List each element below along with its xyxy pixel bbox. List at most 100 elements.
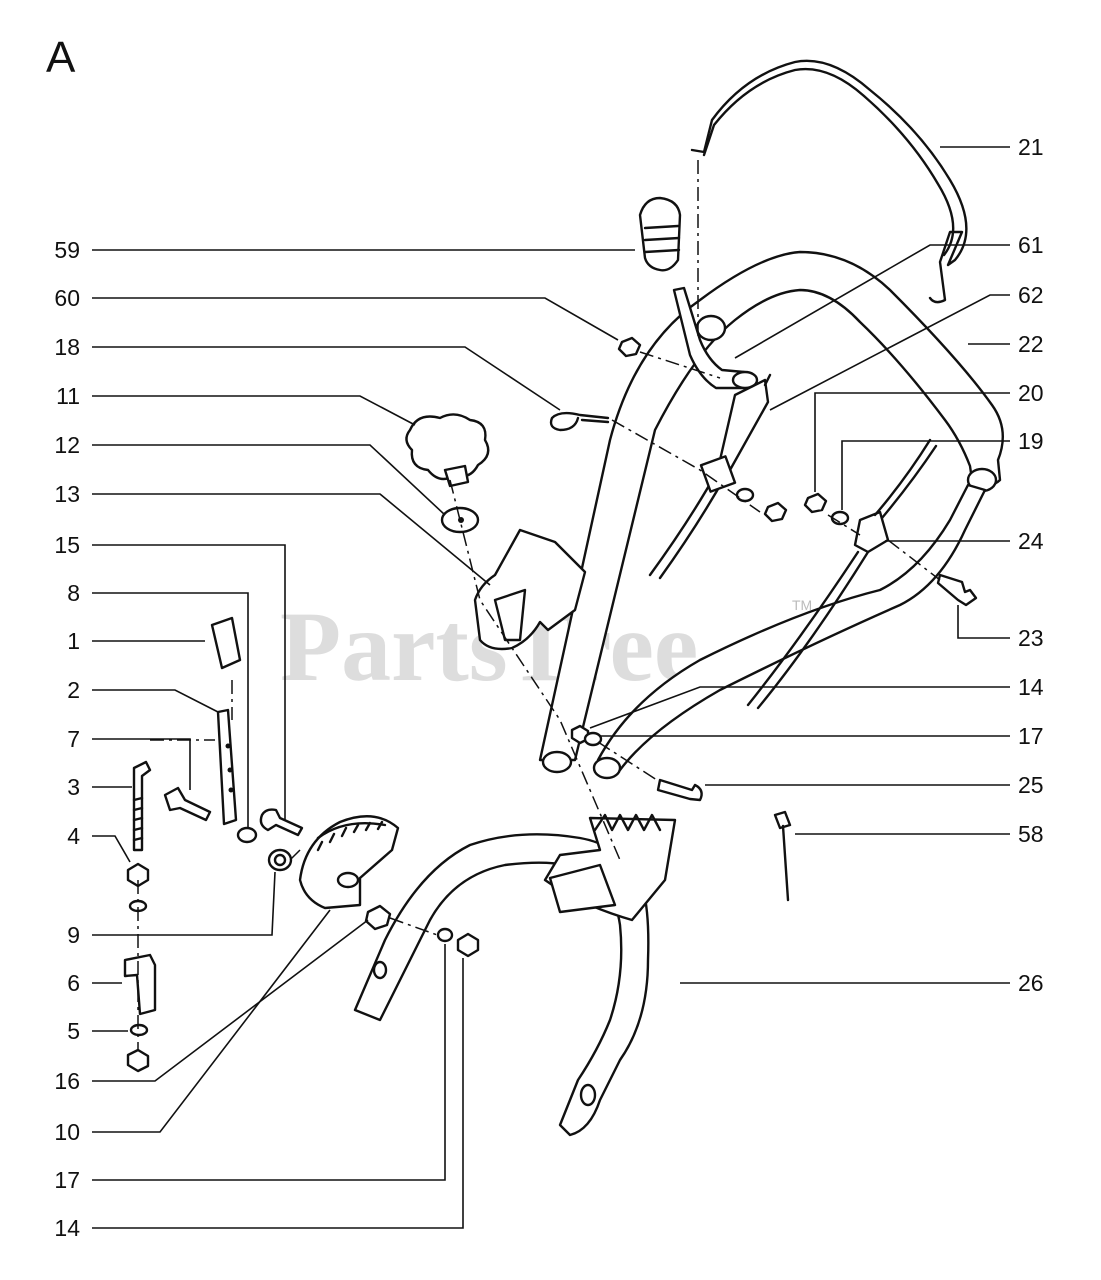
axis-sector [289, 849, 301, 861]
part-22-grip-left [695, 314, 727, 342]
part-10-sector-teeth [316, 820, 384, 852]
part-58-tie-strap [781, 824, 790, 902]
leader-8 [92, 592, 249, 828]
callout-right-25: 25 [1018, 772, 1044, 798]
part-22-tube-end-left [541, 750, 573, 774]
part-58-tie-head [773, 810, 792, 830]
cable-right-upper-2 [880, 444, 938, 520]
part-15-bolt [259, 808, 304, 837]
part-8-washer [236, 826, 258, 844]
part-9-bushing [267, 848, 293, 872]
part-62-tab [763, 373, 772, 387]
callout-right-21: 21 [1018, 134, 1044, 160]
part-59-knob-ribs [643, 224, 681, 254]
axis-bolt-23 [887, 539, 941, 581]
callout-left-15: 15 [54, 532, 80, 558]
cable-right-lower [746, 550, 860, 707]
part-10-sector-arc [316, 822, 387, 840]
callout-left-17: 17 [54, 1167, 80, 1193]
part-22-upper-handle [538, 250, 1004, 762]
leader-13 [92, 493, 491, 586]
callout-right-26: 26 [1018, 970, 1044, 996]
part-18-hairpin [549, 411, 610, 432]
callout-left-12: 12 [54, 432, 80, 458]
callout-left-7: 7 [67, 726, 80, 752]
part-9-bushing-bore [273, 853, 287, 867]
part-22-tube-end-right [592, 756, 622, 780]
leader-7 [92, 738, 191, 790]
callout-right-22: 22 [1018, 331, 1044, 357]
part-21-bail [690, 59, 968, 304]
callout-left-2: 2 [67, 677, 80, 703]
part-13-slot [493, 588, 527, 642]
part-10-sector-hole [336, 871, 360, 889]
part-17-washer-lower [436, 927, 454, 943]
part-14-nut-lower [456, 932, 480, 958]
callout-left-1: 1 [67, 628, 80, 654]
part-23-bolt [936, 573, 978, 607]
leader-20 [814, 392, 1010, 492]
axis-bolt-25 [597, 741, 661, 783]
part-17-washer-right [583, 731, 603, 747]
part-7-bolt [163, 786, 212, 822]
leader-19 [841, 440, 1010, 510]
part-4-nut [126, 862, 150, 888]
cable-right-lower-2 [756, 550, 870, 710]
leader-2 [92, 689, 219, 713]
leader-18 [92, 346, 561, 411]
leader-62 [769, 294, 1010, 411]
part-2-hole-2 [227, 767, 233, 773]
part-11-knob [405, 413, 490, 481]
part-1-grip [210, 616, 242, 670]
callout-left-16: 16 [54, 1068, 80, 1094]
part-18-hairpin-leg [580, 418, 610, 424]
leader-17-left [92, 944, 446, 1181]
callout-right-17: 17 [1018, 723, 1044, 749]
leader-23 [957, 605, 1010, 639]
part-59-knob [638, 196, 682, 272]
leader-16 [92, 919, 369, 1082]
nut-bottom [126, 1048, 150, 1073]
part-2-hole-3 [228, 787, 234, 793]
nut-clamp-left [763, 501, 788, 523]
callout-left-11: 11 [56, 383, 80, 409]
part-60-nut [617, 336, 642, 358]
part-3-threads [132, 796, 144, 842]
part-16-nut [364, 904, 392, 931]
callout-left-13: 13 [54, 481, 80, 507]
part-10-sector [298, 815, 400, 910]
axis-lower [389, 917, 441, 937]
leader-9 [92, 871, 276, 936]
callout-left-9: 9 [67, 922, 80, 948]
leader-14-right [589, 686, 1010, 729]
callout-right-20: 20 [1018, 380, 1044, 406]
callout-left-60: 60 [54, 285, 80, 311]
callout-left-59: 59 [54, 237, 80, 263]
callout-left-3: 3 [67, 774, 80, 800]
callout-right-19: 19 [1018, 428, 1044, 454]
part-25-bolt [656, 778, 703, 802]
callout-left-14: 14 [54, 1215, 80, 1241]
callout-left-6: 6 [67, 970, 80, 996]
gear-quadrant-window [548, 863, 617, 914]
callout-right-61: 61 [1018, 232, 1044, 258]
axis-hairpin [611, 419, 761, 513]
part-3-threaded-rod [132, 760, 152, 852]
washer-clamp-left [735, 487, 755, 503]
part-13-plate [473, 528, 587, 651]
part-26-hole-right [579, 1083, 597, 1107]
part-21-bail-inner [702, 67, 955, 257]
cable-right-upper [873, 438, 932, 517]
callout-left-4: 4 [67, 823, 80, 849]
axis-knob [449, 479, 621, 861]
callout-left-18: 18 [54, 334, 80, 360]
part-6-bracket [123, 953, 157, 1016]
callout-left-5: 5 [67, 1018, 80, 1044]
callout-right-23: 23 [1018, 625, 1044, 651]
leader-14-left [92, 958, 464, 1229]
leader-11 [92, 395, 416, 426]
gear-quadrant-teeth [593, 813, 662, 832]
